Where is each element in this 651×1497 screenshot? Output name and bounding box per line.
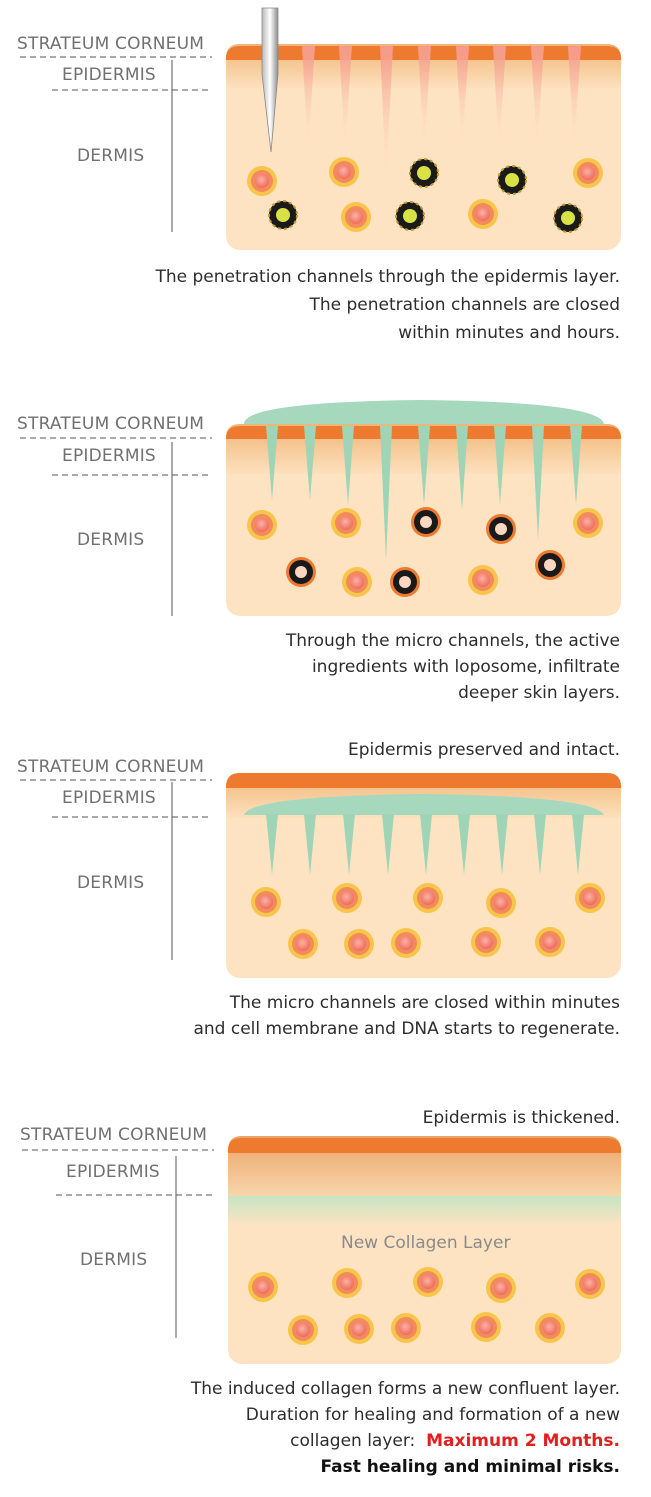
micro-channels <box>302 46 581 182</box>
duration-highlight: Maximum 2 Months. <box>426 1431 620 1451</box>
label-epidermis: EPIDERMIS <box>62 65 156 85</box>
label-dermis: DERMIS <box>80 1250 148 1270</box>
label-dermis: DERMIS <box>77 873 145 893</box>
caption: Through the micro channels, the active i… <box>285 631 620 703</box>
label-dermis: DERMIS <box>77 530 145 550</box>
label-stratum-corneum: STRATEUM CORNEUM <box>17 757 205 777</box>
label-epidermis: EPIDERMIS <box>62 788 156 808</box>
skin-diagram-2 <box>20 400 621 616</box>
micro-channels <box>266 426 582 560</box>
top-caption: Epidermis is thickened. <box>422 1108 620 1128</box>
serum-layer <box>244 794 604 815</box>
collagen-layer-label: New Collagen Layer <box>341 1233 511 1253</box>
damaged-cells <box>268 158 583 233</box>
dermis-layer <box>226 773 621 978</box>
cells <box>247 157 603 232</box>
serum-layer <box>244 400 604 424</box>
stratum-corneum-layer <box>228 1138 621 1153</box>
microneedle <box>261 7 279 153</box>
panel-penetration: STRATEUM CORNEUM EPIDERMIS DERMIS The pe… <box>0 0 651 350</box>
label-epidermis: EPIDERMIS <box>66 1162 160 1182</box>
label-dermis: DERMIS <box>77 146 145 166</box>
caption: The induced collagen forms a new conflue… <box>191 1376 620 1480</box>
skin-diagram-4 <box>22 1136 621 1364</box>
layer-guides <box>22 1149 216 1338</box>
label-stratum-corneum: STRATEUM CORNEUM <box>17 414 205 434</box>
collagen-layer <box>228 1196 621 1226</box>
dermis-layer <box>226 44 621 250</box>
cells <box>248 1267 605 1345</box>
cells <box>251 883 605 959</box>
panel-preserved: Epidermis preserved and intact. <box>0 730 651 1050</box>
caption-line3-prefix: collagen layer: <box>290 1431 416 1451</box>
skin-diagram-3 <box>20 773 621 978</box>
top-caption: Epidermis preserved and intact. <box>347 740 620 760</box>
skin-diagram-1 <box>20 7 621 250</box>
layer-guides <box>20 779 212 960</box>
panel-collagen: Epidermis is thickened. <box>0 1098 651 1497</box>
summary-line: Fast healing and minimal risks. <box>320 1457 620 1477</box>
stratum-corneum-layer <box>226 773 621 788</box>
cells <box>247 508 603 597</box>
liposome-cells <box>286 507 565 597</box>
layer-guides <box>20 437 212 616</box>
micro-channels <box>266 814 584 875</box>
panel-infiltration: STRATEUM CORNEUM EPIDERMIS DERMIS Throug… <box>0 390 651 720</box>
caption: The micro channels are closed within min… <box>193 993 620 1039</box>
caption: The penetration channels through the epi… <box>155 267 620 343</box>
label-stratum-corneum: STRATEUM CORNEUM <box>20 1125 208 1145</box>
layer-guides <box>20 56 212 232</box>
label-epidermis: EPIDERMIS <box>62 446 156 466</box>
label-stratum-corneum: STRATEUM CORNEUM <box>17 34 205 54</box>
